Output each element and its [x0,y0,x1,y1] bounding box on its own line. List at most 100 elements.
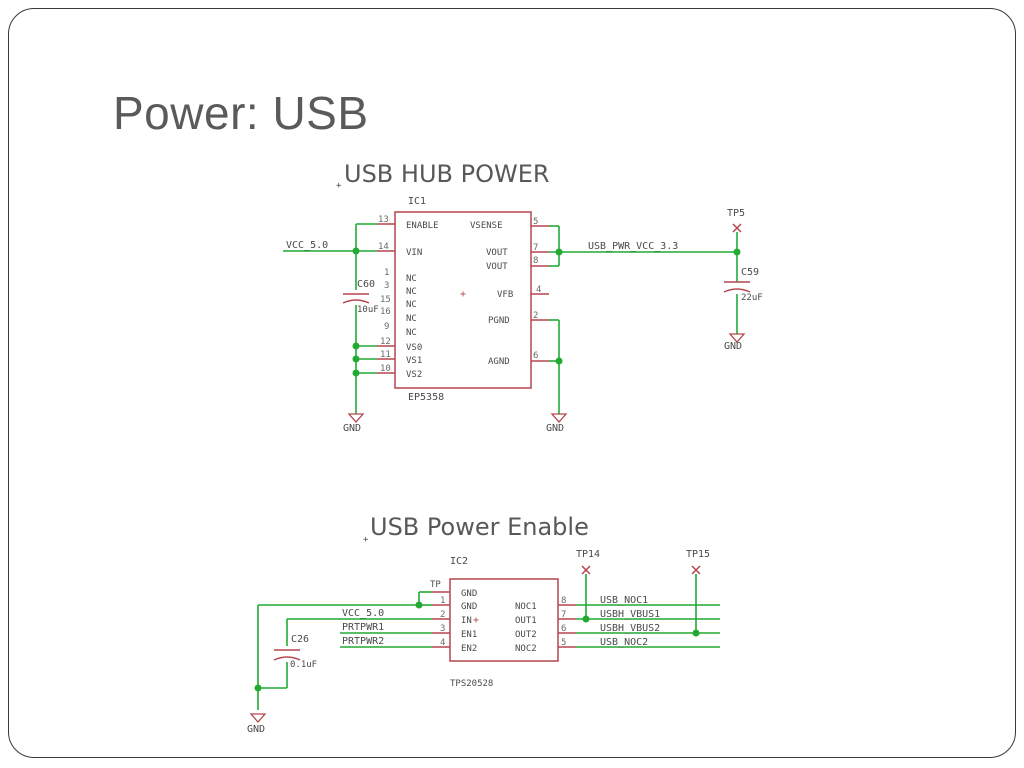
ic1-pin-name: NC [406,287,417,297]
gnd-label: GND [343,423,361,434]
capacitor-c59: C59 22uF [723,267,763,303]
ic2-pin-num: 5 [561,638,566,648]
ic1-pin-num: 6 [533,351,538,361]
ic1-pin-name: VS1 [406,356,422,366]
tp14-label: TP14 [576,549,600,560]
gnd-symbol: GND [546,413,568,434]
ic1-pin-name: NC [406,274,417,284]
net-usbh-vbus1-label: USBH_VBUS1 [600,609,660,620]
gnd-label: GND [247,724,265,735]
ic1-pin-num: 12 [380,337,391,347]
usb-hub-power-section: USB HUB POWER + IC1 EP5358 + 13 ENABLE 1… [283,160,763,434]
ic1-pin-num: 8 [533,256,538,266]
net-prtpwr2-label: PRTPWR2 [342,636,384,647]
ic1-pin-num: 7 [533,243,538,253]
tp5-label: TP5 [727,208,745,219]
ic2-pin-name: IN [461,616,472,626]
net-usbh-vbus2-label: USBH_VBUS2 [600,623,660,634]
ic1-pin-num: 1 [384,268,389,278]
ic2-output-wires: USB_NOC1 USBH_VBUS1 USBH_VBUS2 USB_NOC2 [576,574,720,648]
ic1-pin-name: VS2 [406,370,422,380]
ic1-pin-name: PGND [488,316,510,326]
ic1-pin-name: NC [406,300,417,310]
ic1-pin-num: 2 [533,311,538,321]
ic2-pin-name: GND [461,589,477,599]
gnd-label: GND [546,423,564,434]
ic1-pin-name: NC [406,328,417,338]
net-usb-pwr-vcc-label: USB_PWR_VCC_3.3 [588,241,678,252]
c60-ref: C60 [357,279,375,290]
ic1-pin-name: VIN [406,248,422,258]
capacitor-c60: C60 10uF [342,279,379,315]
ic2-pin-num: 3 [440,624,445,634]
ic2-pin-num: 6 [561,624,566,634]
enable-section-title: USB Power Enable [370,513,589,541]
usb-power-enable-section: USB Power Enable + IC2 TPS20528 + GND 1 … [247,513,720,735]
ic1-part: EP5358 [408,392,444,403]
ic2-right-pins: 8 NOC1 7 OUT1 6 OUT2 5 NOC2 [515,596,576,654]
ic1-pin-name: VFB [497,290,513,300]
ic1-pin-name: VOUT [486,248,508,258]
ic2-body [449,578,559,662]
ic1-pin-num: 3 [384,281,389,291]
net-usb-noc1-label: USB_NOC1 [600,595,648,606]
test-point-tp5: TP5 [727,208,745,233]
ic1-right-pins: 5 VSENSE 7 VOUT 8 VOUT 4 VFB 2 PGND 6 AG… [470,217,549,367]
ic2-pin-num: 2 [440,610,445,620]
ic2-center-mark: + [473,615,479,626]
ic1-pin-name: NC [406,314,417,324]
ic2-pin-name: OUT1 [515,616,537,626]
slide-frame [8,8,1016,758]
ic2-left-pins: GND 1 GND 2 IN 3 EN1 4 EN2 TP [430,580,477,654]
ic1-pin-name: VSENSE [470,221,503,231]
ic1-ground-wires [549,319,563,414]
hub-section-title: USB HUB POWER [344,160,550,188]
ic2-pin-name: EN2 [461,644,477,654]
ic2-pin-name: NOC2 [515,644,537,654]
origin-cross: + [336,181,342,191]
ic2-ref: IC2 [450,556,468,567]
gnd-symbol: GND [247,713,267,735]
net-usb-noc2-label: USB_NOC2 [600,637,648,648]
ic2-pin-name: NOC1 [515,602,537,612]
ic1-pin-num: 5 [533,217,538,227]
gnd-label: GND [724,341,742,352]
ic1-pin-num: 16 [380,307,391,317]
ic2-pin-num: 4 [440,638,445,648]
ic1-left-pins: 13 ENABLE 14 VIN 1 NC 3 NC 15 NC 16 NC 9… [377,215,439,380]
ic1-pin-num: 10 [380,364,391,374]
ic1-body [394,211,532,389]
gnd-symbol: GND [343,413,365,434]
ic2-pin-name: EN1 [461,630,477,640]
c60-value: 10uF [357,305,379,315]
test-point-tp14: TP14 [576,549,600,575]
ic1-pin-name: ENABLE [406,221,439,231]
ic1-pin-num: 14 [378,242,389,252]
ic1-pin-name: AGND [488,357,510,367]
ic1-pin-num: 9 [384,322,389,332]
net-vcc-5v-label: VCC_5.0 [286,240,328,251]
ic1-center-mark: + [460,289,466,300]
c26-value: 0.1uF [290,660,317,670]
ic2-pin-num: 1 [440,596,445,606]
gnd-symbol: GND [724,333,746,352]
c59-value: 22uF [741,293,763,303]
ic2-pin-name: OUT2 [515,630,537,640]
ic2-part: TPS20528 [450,679,493,689]
ic1-pin-num: 13 [378,215,389,225]
c26-ref: C26 [291,634,309,645]
net-prtpwr1-label: PRTPWR1 [342,622,384,633]
origin-cross: + [363,535,369,545]
ic2-pin-num: 8 [561,596,566,606]
net-vcc-5v-label: VCC_5.0 [342,608,384,619]
ic2-pin-num: 7 [561,610,566,620]
slide-title: Power: USB [113,87,369,139]
ic2-pin-name: GND [461,602,477,612]
ic1-pin-num: 15 [380,295,391,305]
ic1-pin-name: VOUT [486,262,508,272]
ic1-pin-num: 4 [536,285,541,295]
c59-ref: C59 [741,267,759,278]
capacitor-c26: C26 0.1uF [273,634,317,670]
ic1-output-wires: USB_PWR_VCC_3.3 [549,225,741,334]
